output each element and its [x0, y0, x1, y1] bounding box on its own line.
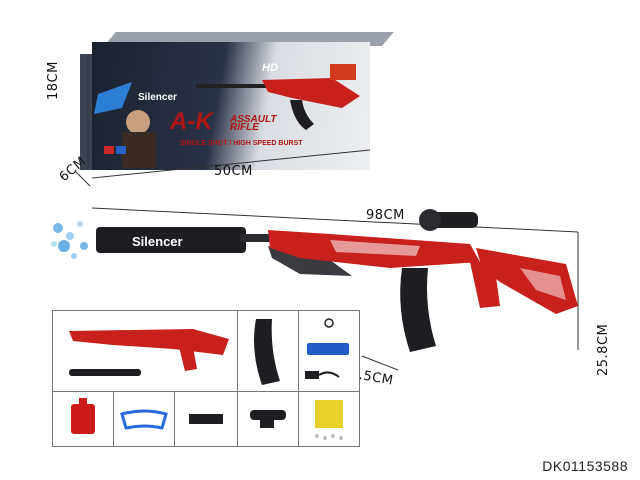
scope-lens — [419, 209, 441, 231]
box-depth-line — [75, 171, 91, 187]
box-sticker — [116, 146, 126, 154]
water-splash-icon — [51, 221, 88, 259]
box-rifle-barrel — [196, 84, 266, 88]
box-width-label: 50CM — [214, 164, 253, 179]
package-artwork — [94, 64, 360, 168]
rifle-body-image — [69, 329, 229, 376]
accessory-rifle-grip — [179, 347, 197, 371]
suppressor — [96, 227, 246, 253]
accessory-suppressor — [69, 369, 141, 376]
magazine-depth-line — [361, 355, 399, 371]
muzzle-device-image — [189, 414, 223, 424]
accessory-gel-ball-pack — [298, 391, 360, 447]
scope-image — [250, 410, 286, 428]
magazine-image — [254, 319, 280, 385]
box-badge — [330, 64, 356, 80]
package-subtitle-line1: ASSAULT — [230, 114, 277, 125]
accessory-rifle-receiver — [69, 329, 229, 355]
magazine — [400, 268, 436, 352]
character-head — [126, 110, 150, 134]
rifle-length-line — [91, 207, 579, 233]
water-bottle-image — [71, 398, 95, 434]
rifle-barrel — [240, 234, 270, 242]
accessory-battery-charger — [298, 310, 360, 392]
accessory-muzzle-device — [174, 391, 238, 447]
box-silencer-badge: Silencer — [138, 92, 177, 103]
package-box-side — [80, 54, 94, 170]
stock-camo-pattern — [520, 268, 566, 300]
box-width-line — [91, 149, 371, 179]
package-box — [92, 42, 370, 170]
box-sticker — [104, 146, 114, 154]
package-title: A-K — [170, 108, 213, 135]
box-rifle-body — [262, 78, 360, 108]
rifle-length-label: 98CM — [366, 208, 405, 223]
accessory-scope — [237, 391, 299, 447]
package-graphic — [94, 82, 132, 114]
package-shot-mode: SINGLE SHOT / HIGH SPEED BURST — [180, 140, 303, 147]
accessory-water-bottle — [52, 391, 114, 447]
accessory-safety-goggles — [113, 391, 175, 447]
product-code: DK01153588 — [542, 458, 628, 474]
box-rifle-magazine — [290, 100, 314, 130]
accessory-magazine — [237, 310, 299, 392]
rifle-camo-pattern — [330, 240, 420, 256]
suppressor-label: Silencer — [132, 234, 183, 249]
character-body — [122, 132, 156, 168]
safety-goggles-image — [120, 409, 168, 430]
gel-ball-pack-image — [315, 400, 343, 440]
battery-charger-image — [305, 318, 349, 379]
accessory-rifle-body — [52, 310, 238, 392]
rifle-stock — [476, 248, 578, 314]
package-subtitle-line2: RIFLE — [230, 122, 259, 133]
box-hd-badge: HD — [262, 62, 278, 74]
